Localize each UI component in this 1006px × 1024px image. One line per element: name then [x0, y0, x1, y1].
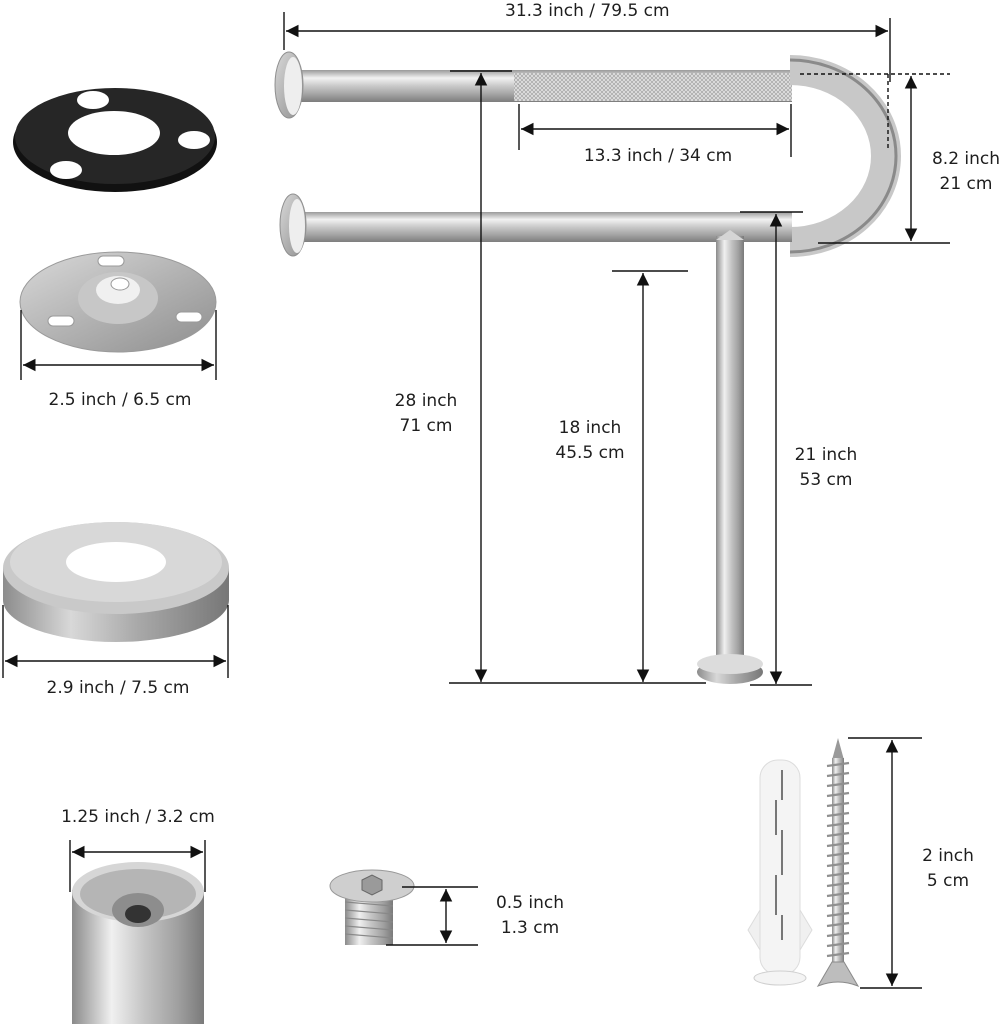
- set-screw-length-label: 0.5 inch 1.3 cm: [484, 891, 576, 941]
- rubber-gasket: [13, 88, 217, 192]
- screw-thread: [826, 851, 850, 858]
- screw-thread: [826, 891, 850, 898]
- support-leg: [716, 236, 744, 662]
- set-screw: [329, 869, 415, 945]
- grip-length-text: 13.3 inch / 34 cm: [583, 146, 733, 166]
- bar-spacing-cm: 21 cm: [939, 174, 993, 194]
- set-screw-length-cm: 1.3 cm: [500, 918, 560, 938]
- screw-thread: [826, 821, 850, 828]
- screw-thread: [826, 781, 850, 788]
- grab-bar: [274, 51, 901, 684]
- cover-flange-dimension: [2, 605, 229, 678]
- anchor-screw-length-inch: 2 inch: [922, 846, 974, 866]
- cover-flange: [3, 522, 229, 642]
- screw-thread: [826, 761, 850, 768]
- screw-thread: [826, 841, 850, 848]
- knurled-grip: [514, 73, 792, 101]
- bar-spacing-label: 8.2 inch 21 cm: [925, 147, 1006, 197]
- top-height-inch: 28 inch: [394, 391, 458, 411]
- anchor-screw-length-cm: 5 cm: [926, 871, 970, 891]
- screw-thread: [826, 871, 850, 878]
- lower-height-inch: 21 inch: [794, 445, 858, 465]
- leg-clearance-label: 18 inch 45.5 cm: [548, 416, 632, 466]
- screw-thread: [826, 911, 850, 918]
- screw-thread: [826, 791, 850, 798]
- screw-thread: [826, 921, 850, 928]
- lower-height-label: 21 inch 53 cm: [786, 443, 866, 493]
- bottom-bar: [292, 212, 792, 242]
- cover-flange-diameter-label: 2.9 inch / 7.5 cm: [28, 676, 208, 701]
- screw-thread: [826, 931, 850, 938]
- screw-thread: [826, 811, 850, 818]
- set-screw-dimension: [386, 886, 478, 946]
- screw-thread: [826, 881, 850, 888]
- tube-diameter-label: 1.25 inch / 3.2 cm: [45, 805, 231, 830]
- leg-clearance-cm: 45.5 cm: [555, 443, 625, 463]
- screw-thread: [826, 801, 850, 808]
- mounting-plate-dimension: [20, 310, 217, 380]
- screw-thread: [826, 771, 850, 778]
- lower-height-cm: 53 cm: [799, 470, 853, 490]
- wood-screw: [816, 738, 860, 988]
- mounting-plate: [19, 251, 217, 353]
- grip-length-label: 13.3 inch / 34 cm: [568, 144, 748, 169]
- top-height-cm: 71 cm: [399, 416, 453, 436]
- screw-thread: [826, 831, 850, 838]
- screw-thread: [826, 941, 850, 948]
- wall-anchor: [747, 759, 813, 986]
- anchor-screw-dimension: [848, 737, 922, 989]
- bar-spacing-inch: 8.2 inch: [931, 149, 1001, 169]
- screw-thread: [826, 951, 850, 958]
- anchor-screw-length-label: 2 inch 5 cm: [910, 844, 986, 894]
- total-length-label: 31.3 inch / 79.5 cm: [505, 0, 670, 24]
- u-bend: [789, 55, 901, 257]
- screw-thread: [826, 861, 850, 868]
- total-length-text: 31.3 inch / 79.5 cm: [505, 1, 670, 21]
- dimension-lines: [283, 12, 950, 686]
- set-screw-length-inch: 0.5 inch: [495, 893, 565, 913]
- mounting-plate-diameter-text: 2.5 inch / 6.5 cm: [48, 390, 192, 410]
- screw-thread: [826, 901, 850, 908]
- mounting-plate-diameter-label: 2.5 inch / 6.5 cm: [30, 388, 210, 413]
- leg-clearance-inch: 18 inch: [558, 418, 622, 438]
- tube-end: [72, 862, 204, 1024]
- tube-diameter-text: 1.25 inch / 3.2 cm: [61, 807, 215, 827]
- tube-dimension: [69, 840, 206, 892]
- cover-flange-diameter-text: 2.9 inch / 7.5 cm: [46, 678, 190, 698]
- top-height-label: 28 inch 71 cm: [386, 389, 466, 439]
